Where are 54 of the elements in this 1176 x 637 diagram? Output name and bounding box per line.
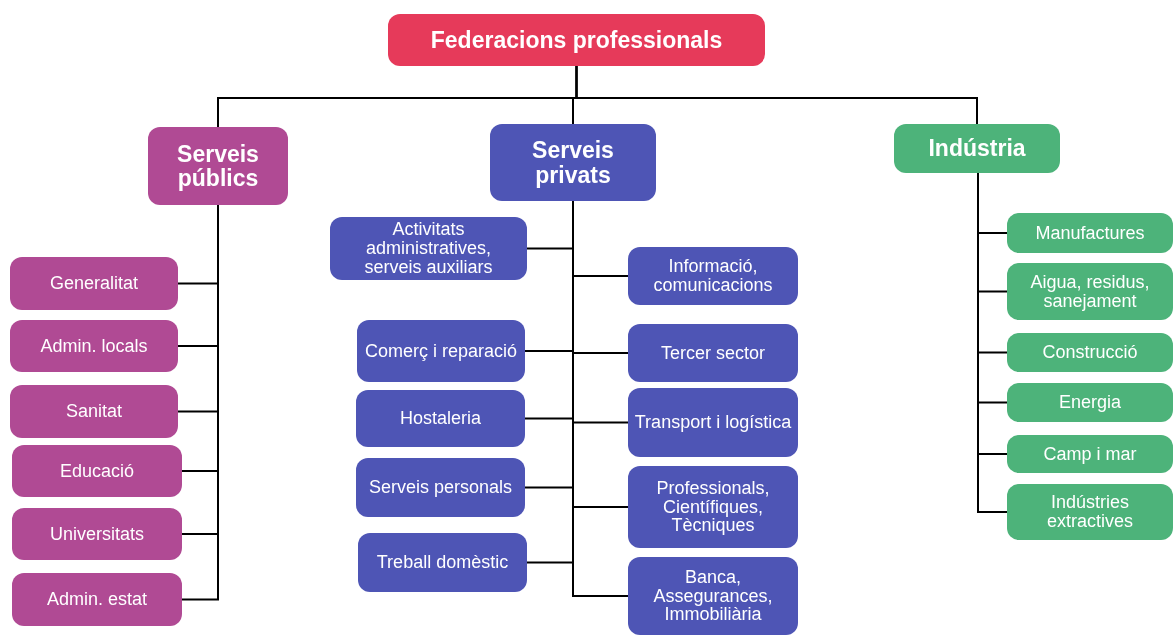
node-label: Serveis personals (368, 478, 513, 497)
sector-box (628, 557, 798, 635)
sector-box (12, 508, 182, 560)
sector-box (357, 320, 525, 382)
node-label: Generalitat (49, 274, 139, 293)
sector-box (1007, 333, 1173, 372)
node-label: Admin. locals (40, 336, 148, 356)
node-label: Aigua, residus, sanejament (1029, 272, 1151, 311)
node-label: Camp i mar (1043, 444, 1137, 464)
sector-box (1007, 213, 1173, 253)
connector-line (977, 172, 1008, 513)
category-box (894, 124, 1060, 173)
category-box (388, 14, 765, 66)
node-label: Energia (1058, 393, 1121, 412)
sector-box (356, 390, 525, 447)
sector-box (330, 217, 527, 280)
node-label: Indústria (928, 136, 1026, 161)
node-label: Activitats administratives, serveis auxiliars (363, 220, 494, 277)
connector-line (575, 65, 978, 125)
node-label: Educació (59, 461, 135, 481)
node-label: Hostaleria (399, 409, 481, 428)
category-box (148, 127, 288, 205)
node-label: Professionals, Científiques, Tècniques (655, 478, 771, 536)
sector-box (628, 247, 798, 305)
sector-box (628, 324, 798, 382)
node-label: Informació, comunicacions (652, 257, 774, 295)
sector-box (10, 257, 178, 310)
node-label: Transport i logística (634, 413, 792, 432)
sector-box (12, 445, 182, 497)
node-label: Sanitat (65, 402, 122, 421)
node-label: Universitats (50, 524, 144, 544)
node-label: Comerç i reparació (364, 341, 518, 361)
sector-box (1007, 484, 1173, 540)
node-label: Federacions professionals (430, 27, 723, 53)
sector-box (356, 458, 525, 517)
sector-box (628, 388, 798, 457)
node-label: Tercer sector (661, 343, 765, 363)
sector-box (1007, 435, 1173, 473)
node-label: Banca, Assegurances, Immobiliària (652, 567, 774, 625)
sector-box (10, 320, 178, 372)
node-label: Treball domèstic (376, 553, 509, 572)
sector-box (1007, 263, 1173, 320)
sector-box (628, 466, 798, 548)
node-label: Construcció (1042, 343, 1138, 362)
node-label: Indústries extractives (1046, 493, 1134, 531)
node-label: Manufactures (1035, 223, 1145, 243)
category-box (490, 124, 656, 201)
node-label: Serveis privats (531, 138, 615, 187)
sector-box (358, 533, 527, 592)
node-label: Serveis públics (176, 141, 260, 191)
node-label: Admin. estat (46, 590, 147, 609)
sector-box (1007, 383, 1173, 422)
sector-box (12, 573, 182, 626)
sector-box (10, 385, 178, 438)
